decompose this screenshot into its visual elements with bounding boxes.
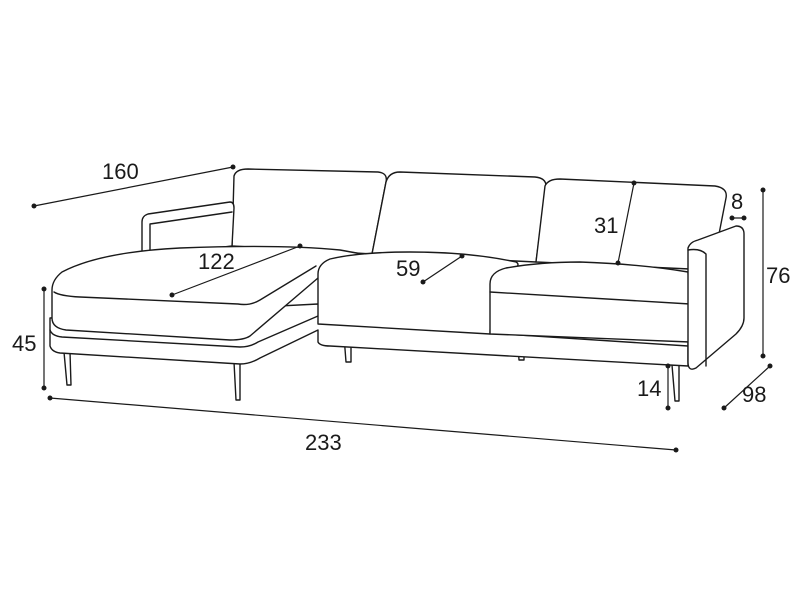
dim-160: 160	[31, 159, 236, 209]
label-59: 59	[396, 256, 420, 281]
label-160: 160	[102, 159, 139, 184]
back-cushion-middle	[371, 171, 547, 263]
dim-31: 31	[594, 180, 637, 266]
middle-seat	[317, 251, 519, 335]
dim-76: 76	[760, 187, 790, 359]
leg-right-front	[671, 364, 680, 402]
chaise-seat-cushion	[51, 245, 373, 341]
label-31: 31	[594, 213, 618, 238]
label-233: 233	[305, 430, 342, 455]
back-cushion-right	[535, 178, 727, 271]
dim-98: 98	[721, 363, 773, 411]
dim-8: 8	[729, 189, 747, 221]
dim-59: 59	[396, 253, 465, 285]
leg-front-left	[63, 351, 72, 386]
label-45: 45	[12, 331, 36, 356]
right-seat	[489, 261, 691, 343]
right-armrest-front	[687, 225, 745, 370]
label-76: 76	[766, 263, 790, 288]
label-14: 14	[637, 376, 661, 401]
left-armrest	[141, 201, 235, 257]
dim-233: 233	[47, 395, 679, 455]
dim-14: 14	[637, 363, 671, 411]
chaise-seat	[51, 245, 373, 341]
leg-chaise-front	[233, 361, 241, 401]
back-cushion-left	[231, 168, 388, 255]
right-seat-cushion	[489, 261, 691, 343]
middle-seat-cushion	[317, 251, 519, 335]
label-98: 98	[742, 382, 766, 407]
dim-122: 122	[169, 243, 303, 298]
sofa-backrest	[231, 168, 727, 271]
right-armrest	[687, 225, 745, 370]
label-122: 122	[198, 249, 235, 274]
dim-45: 45	[12, 286, 47, 391]
label-8: 8	[731, 189, 743, 214]
